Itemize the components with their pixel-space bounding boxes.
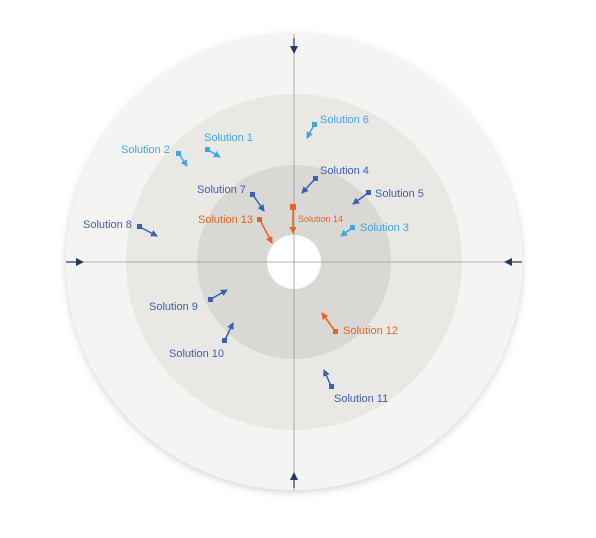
solution-5-arrow (352, 190, 371, 205)
solution-2-arrow (176, 151, 188, 167)
solution-8-label: Solution 8 (83, 219, 132, 231)
solution-1-arrow (205, 147, 221, 158)
solution-8-arrow (137, 224, 158, 237)
solution-11-arrow (323, 369, 334, 389)
solution-10-arrow (222, 322, 234, 343)
solution-7-label: Solution 7 (197, 184, 246, 196)
solution-6-arrow (306, 122, 317, 139)
solution-5-label: Solution 5 (375, 188, 424, 200)
solution-1-label: Solution 1 (204, 132, 253, 144)
solution-2-label: Solution 2 (121, 144, 170, 156)
solution-13-arrow (257, 217, 273, 244)
solution-4-label: Solution 4 (320, 165, 369, 177)
solution-10-label: Solution 10 (169, 348, 224, 360)
solution-13-label: Solution 13 (198, 214, 253, 226)
solution-3-arrow (340, 225, 355, 237)
solution-14-arrow (289, 204, 297, 234)
solution-12-label: Solution 12 (343, 325, 398, 337)
solution-9-label: Solution 9 (149, 301, 198, 313)
solution-4-arrow (301, 176, 318, 194)
solution-9-arrow (208, 289, 228, 302)
solution-14-label: Solution 14 (298, 214, 343, 224)
solution-12-arrow (321, 312, 338, 334)
solution-7-arrow (250, 192, 265, 212)
solution-3-label: Solution 3 (360, 222, 409, 234)
solution-11-label: Solution 11 (334, 393, 388, 405)
solution-6-label: Solution 6 (320, 114, 369, 126)
